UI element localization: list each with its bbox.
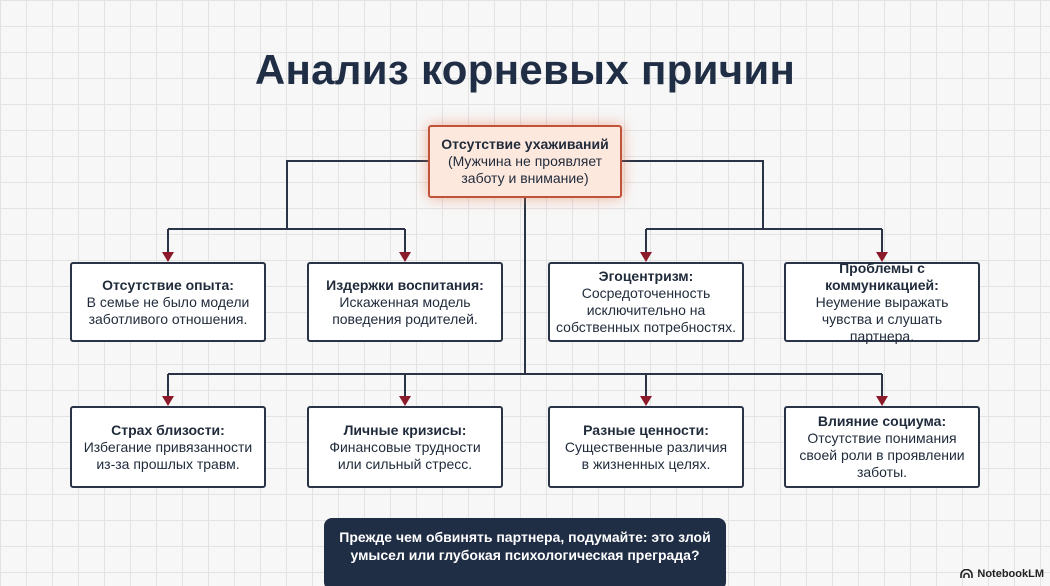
cause-box-personal-crises: Личные кризисы: Финансовые трудности или… — [307, 406, 503, 488]
cause-text-line: Отсутствие понимания — [807, 430, 957, 446]
callout-line-1: Прежде чем обвинять партнера, подумайте:… — [339, 529, 711, 545]
arrowhead-cause-0 — [162, 252, 174, 262]
arrowhead-cause-7 — [876, 396, 888, 406]
cause-box-upbringing: Издержки воспитания: Искаженная модель п… — [307, 262, 503, 342]
cause-box-egocentrism: Эгоцентризм: Сосредоточенность исключите… — [548, 262, 744, 342]
page-title: Анализ корневых причин — [254, 46, 796, 93]
cause-text-line: из-за прошлых травм. — [96, 455, 240, 472]
cause-heading: Издержки воспитания: — [326, 276, 484, 293]
cause-text-line: В семье не было модели — [86, 293, 250, 310]
cause-box-fear-of-intimacy: Страх близости: Избегание привязанности … — [70, 406, 266, 488]
callout-line-2: умысел или глубокая психологическая прег… — [350, 547, 700, 563]
arrowhead-cause-2 — [640, 252, 652, 262]
callout-banner: Прежде чем обвинять партнера, подумайте:… — [324, 518, 726, 586]
cause-text-line: поведения родителей. — [332, 310, 478, 327]
notebooklm-logo-icon — [960, 569, 974, 578]
cause-text-line: или сильный стресс. — [337, 455, 473, 472]
arrowhead-cause-6 — [640, 396, 652, 406]
cause-text-line: в жизненных целях. — [581, 455, 711, 472]
cause-text-line: заботы. — [856, 464, 908, 480]
arrowhead-cause-3 — [876, 252, 888, 262]
cause-text-line: Существенные различия — [564, 438, 728, 455]
cause-heading: Отсутствие опыта: — [102, 276, 234, 293]
cause-box-different-values: Разные ценности: Существенные различия в… — [548, 406, 744, 488]
cause-text-line: заботливого отношения. — [88, 310, 248, 327]
cause-text-line: Финансовые трудности — [329, 438, 481, 455]
cause-heading: Разные ценности: — [583, 421, 709, 438]
cause-heading: Страх близости: — [111, 421, 225, 438]
cause-heading: Эгоцентризм: — [598, 268, 694, 284]
connector-root-right — [622, 160, 764, 229]
brand-name: NotebookLM — [977, 568, 1044, 580]
cause-text-line: Неумение выражать — [815, 293, 949, 310]
cause-heading: Проблемы с коммуникацией: — [825, 259, 939, 293]
cause-box-social-influence: Влияние социума: Отсутствие понимания св… — [784, 406, 980, 488]
cause-text-line: своей роли в проявлении — [799, 447, 965, 463]
cause-box-communication: Проблемы с коммуникацией: Неумение выраж… — [784, 259, 980, 344]
cause-heading: Влияние социума: — [817, 413, 947, 429]
cause-text-line: чувства и слушать партнера. — [821, 310, 943, 344]
connector-root-left — [286, 160, 428, 229]
root-line-2: заботу и внимание) — [461, 170, 589, 186]
arrowhead-cause-5 — [399, 396, 411, 406]
cause-text-line: собственных потребностях. — [556, 319, 737, 335]
cause-text-line: исключительно на — [586, 302, 706, 318]
brand-mark: NotebookLM — [960, 568, 1044, 580]
cause-text-line: Избегание привязанности — [83, 438, 253, 455]
arrowhead-cause-4 — [162, 396, 174, 406]
cause-heading: Личные кризисы: — [343, 421, 467, 438]
cause-text-line: Искаженная модель — [339, 293, 471, 310]
root-heading: Отсутствие ухаживаний — [441, 136, 609, 152]
cause-text-line: Сосредоточенность — [581, 285, 711, 301]
cause-box-no-experience: Отсутствие опыта: В семье не было модели… — [70, 262, 266, 342]
root-problem-box: Отсутствие ухаживаний (Мужчина не проявл… — [428, 125, 622, 198]
root-line-1: (Мужчина не проявляет — [447, 153, 603, 169]
arrowhead-cause-1 — [399, 252, 411, 262]
